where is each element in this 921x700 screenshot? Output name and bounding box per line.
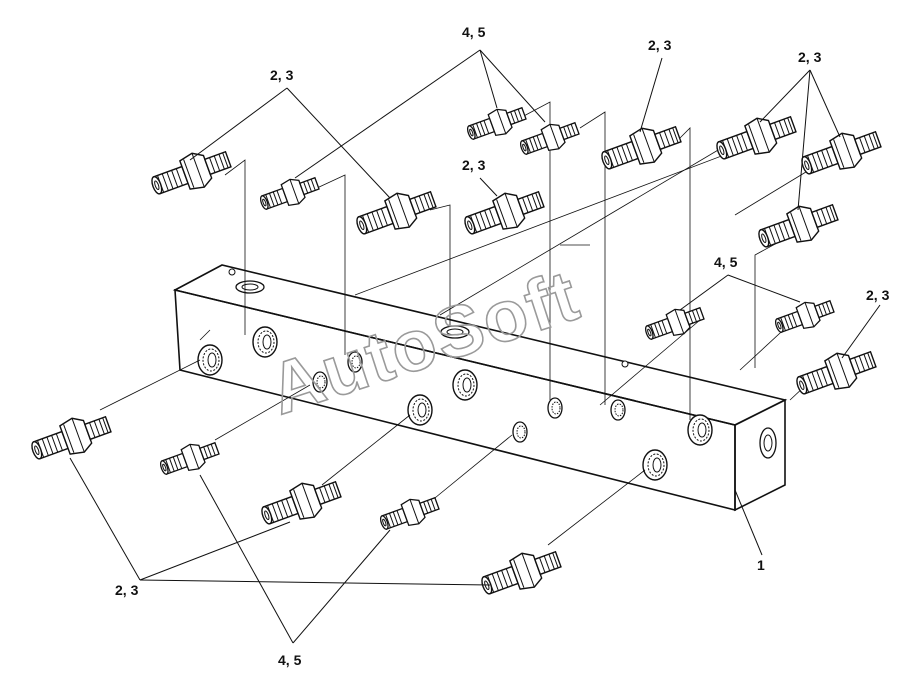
callout-label-1: 1 — [757, 557, 765, 573]
callout-label-2-3-middle: 2, 3 — [462, 157, 486, 173]
callout-label-2-3-top-right: 2, 3 — [798, 49, 822, 65]
callout-label-4-5-top: 4, 5 — [462, 24, 486, 40]
callout-label-2-3-far-right: 2, 3 — [866, 287, 890, 303]
callout-label-4-5-right: 4, 5 — [714, 254, 738, 270]
callout-label-2-3-bottom: 2, 3 — [115, 582, 139, 598]
callout-label-2-3-top-center: 2, 3 — [648, 37, 672, 53]
callout-label-4-5-bottom: 4, 5 — [278, 652, 302, 668]
manifold-block — [172, 264, 788, 512]
callout-label-2-3-top-left: 2, 3 — [270, 67, 294, 83]
callout-leader-lines — [69, 49, 881, 644]
